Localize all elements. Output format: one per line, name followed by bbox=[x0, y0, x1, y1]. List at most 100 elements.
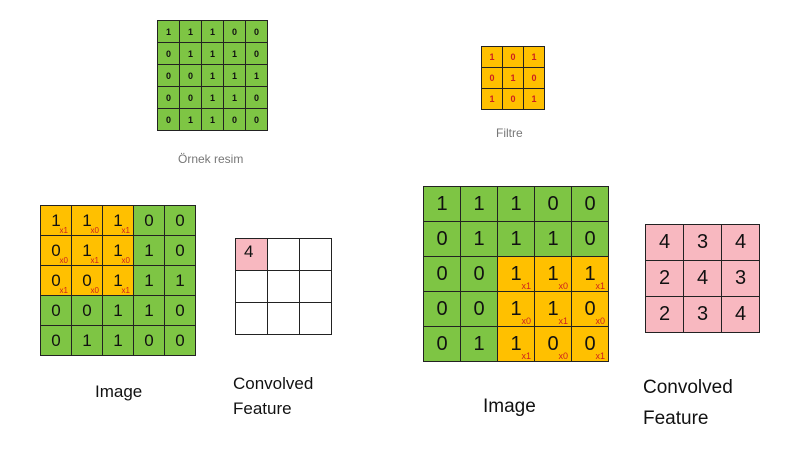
sample-cell: 0 bbox=[246, 21, 267, 42]
filter-cell: 1 bbox=[524, 47, 544, 67]
left-image-cell: 0 bbox=[41, 326, 71, 355]
left-image-cell-weight: x1 bbox=[121, 286, 130, 295]
right-image-cell-value: 0 bbox=[473, 262, 485, 285]
sample-cell: 1 bbox=[180, 109, 201, 130]
left-feature-cell bbox=[236, 303, 267, 334]
left-image-cell: 0 bbox=[165, 326, 195, 355]
left-image-cell-value: 1 bbox=[113, 300, 123, 320]
filter-cell: 1 bbox=[482, 89, 502, 109]
right-image-caption: Image bbox=[483, 396, 536, 417]
right-image-cell-value: 0 bbox=[436, 227, 448, 250]
right-feature-caption-text: Convolved Feature bbox=[643, 377, 733, 429]
filter-cell: 1 bbox=[524, 89, 544, 109]
right-image-cell-value: 1 bbox=[473, 332, 485, 355]
right-feature-cell: 4 bbox=[722, 225, 759, 260]
left-image-cell-value: 1 bbox=[144, 300, 154, 320]
sample-cell: 0 bbox=[246, 87, 267, 108]
left-image-cell-weight: x1 bbox=[59, 226, 68, 235]
right-image-cell-value: 1 bbox=[510, 332, 522, 355]
right-image-cell-value: 1 bbox=[547, 227, 559, 250]
right-image-cell-weight: x1 bbox=[521, 351, 531, 361]
left-image-cell-value: 0 bbox=[175, 240, 185, 260]
left-image-cell: 0 bbox=[165, 206, 195, 235]
right-image-cell: 0 bbox=[535, 187, 571, 221]
sample-cell-value: 0 bbox=[253, 114, 259, 125]
left-feature-cell bbox=[300, 239, 331, 270]
right-feature-cell: 2 bbox=[646, 261, 683, 296]
left-image-cell-value: 0 bbox=[144, 210, 154, 230]
sample-cell-value: 0 bbox=[165, 114, 171, 125]
sample-cell-value: 1 bbox=[165, 26, 171, 37]
sample-cell-value: 0 bbox=[165, 70, 171, 81]
filter-cell-value: 1 bbox=[531, 52, 537, 62]
left-feature-caption-text: Convolved Feature bbox=[233, 374, 314, 418]
left-image-cell-value: 0 bbox=[175, 300, 185, 320]
left-feature-cell bbox=[268, 303, 299, 334]
right-feature-cell-value: 4 bbox=[658, 231, 671, 253]
sample-cell-value: 0 bbox=[165, 48, 171, 59]
sample-cell-value: 1 bbox=[231, 70, 237, 81]
left-image-cell: 1 bbox=[103, 326, 133, 355]
sample-cell: 0 bbox=[246, 109, 267, 130]
sample-cell-value: 1 bbox=[253, 70, 259, 81]
filter-cell-value: 0 bbox=[510, 94, 516, 104]
left-image-cell-weight: x1 bbox=[121, 226, 130, 235]
filter-cell-value: 0 bbox=[531, 73, 537, 83]
sample-cell-value: 1 bbox=[209, 48, 215, 59]
left-image-cell: 1 bbox=[134, 236, 164, 265]
left-image-cell-weight: x1 bbox=[90, 256, 99, 265]
right-image-cell-weight: x1 bbox=[595, 281, 605, 291]
right-image-cell-weight: x0 bbox=[595, 316, 605, 326]
right-image-cell: 0 bbox=[461, 257, 497, 291]
right-image-cell-value: 1 bbox=[547, 262, 559, 285]
right-feature-cell: 4 bbox=[646, 225, 683, 260]
left-feature-cell bbox=[268, 239, 299, 270]
right-image-cell-value: 1 bbox=[473, 192, 485, 215]
left-image-cell: 0 bbox=[72, 296, 102, 325]
right-image-cell-weight: x0 bbox=[558, 351, 568, 361]
left-image-cell: 1 bbox=[72, 326, 102, 355]
right-image-cell-value: 0 bbox=[584, 332, 596, 355]
left-image-cell-value: 0 bbox=[51, 240, 61, 260]
right-image-cell: 1 bbox=[461, 327, 497, 361]
right-feature-cell: 4 bbox=[684, 261, 721, 296]
sample-cell: 0 bbox=[180, 65, 201, 86]
sample-cell-value: 1 bbox=[209, 92, 215, 103]
sample-cell: 0 bbox=[158, 109, 179, 130]
left-image-cell-value: 1 bbox=[82, 330, 92, 350]
left-image-cell-weight: x0 bbox=[90, 286, 99, 295]
sample-cell: 1 bbox=[202, 65, 223, 86]
right-image-cell-weight: x0 bbox=[521, 316, 531, 326]
right-feature-cell-value: 4 bbox=[734, 231, 747, 253]
sample-cell-value: 1 bbox=[209, 26, 215, 37]
sample-cell-value: 0 bbox=[231, 114, 237, 125]
right-image-cell-value: 1 bbox=[510, 262, 522, 285]
left-image-cell-value: 1 bbox=[113, 210, 123, 230]
left-feature-cell bbox=[300, 271, 331, 302]
right-image-cell: 1 bbox=[498, 222, 534, 256]
sample-cell-value: 0 bbox=[253, 48, 259, 59]
sample-cell-value: 0 bbox=[253, 26, 259, 37]
sample-cell-value: 1 bbox=[187, 26, 193, 37]
left-image-cell-value: 1 bbox=[144, 240, 154, 260]
sample-cell: 1 bbox=[224, 43, 245, 64]
filter-cell: 0 bbox=[503, 47, 523, 67]
filter-cell-value: 1 bbox=[510, 73, 516, 83]
right-image-cell-value: 1 bbox=[510, 227, 522, 250]
sample-cell: 0 bbox=[158, 43, 179, 64]
left-image-cell: 1 bbox=[134, 296, 164, 325]
right-image-cell-value: 0 bbox=[436, 262, 448, 285]
right-image-cell: 1 bbox=[461, 187, 497, 221]
left-image-cell-weight: x0 bbox=[59, 256, 68, 265]
filter-cell-value: 1 bbox=[489, 52, 495, 62]
